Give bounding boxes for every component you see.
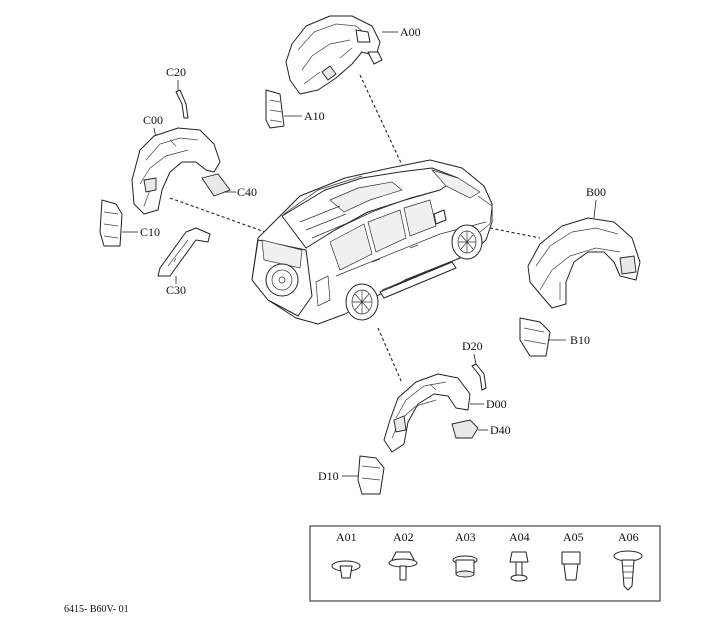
label-c00: C00 [143,113,163,127]
part-b10-flap [519,317,551,357]
fastener-a05-icon [561,551,581,581]
part-d20-seal [471,363,487,391]
label-a03: A03 [455,530,476,544]
label-d20: D20 [462,339,483,353]
connector-c00 [169,197,266,233]
part-d00-liner [383,373,471,453]
label-a01: A01 [336,530,357,544]
part-c20-seal [175,89,189,119]
fastener-a02-icon [388,551,418,581]
connector-b00 [489,227,541,239]
part-d10-flap [357,455,385,495]
label-c10: C10 [140,225,160,239]
label-c20: C20 [166,65,186,79]
label-a10: A10 [304,109,325,123]
fastener-box [309,525,661,602]
drawing-code: 6415- B60V- 01 [64,604,129,615]
part-c40-pad [201,173,231,197]
label-a02: A02 [393,530,414,544]
label-d40: D40 [490,423,511,437]
label-d00: D00 [486,397,507,411]
part-a10-flap [265,89,285,129]
label-a04: A04 [509,530,530,544]
fastener-a01-icon [331,560,361,579]
part-c30-bracket [157,227,211,277]
label-b10: B10 [570,333,590,347]
connector-d00 [377,327,403,384]
label-a05: A05 [563,530,584,544]
label-a00: A00 [400,25,421,39]
leader-b00 [593,199,597,219]
part-c00-liner [131,127,221,215]
label-b00: B00 [586,185,606,199]
label-c40: C40 [237,185,257,199]
label-c30: C30 [166,283,186,297]
connector-lines [169,74,541,384]
part-c10-flap [99,199,123,247]
label-a06: A06 [618,530,639,544]
connector-a00 [359,74,403,166]
fastener-a06-icon [613,550,643,591]
vehicle-suv [251,159,493,325]
fastener-a04-icon [509,551,529,582]
part-b00-liner [527,217,641,309]
fastener-a03-icon [452,555,478,578]
part-a00-liner [285,15,383,95]
label-d10: D10 [318,469,339,483]
leader-d20 [473,353,477,365]
part-d40-pad [451,419,479,439]
